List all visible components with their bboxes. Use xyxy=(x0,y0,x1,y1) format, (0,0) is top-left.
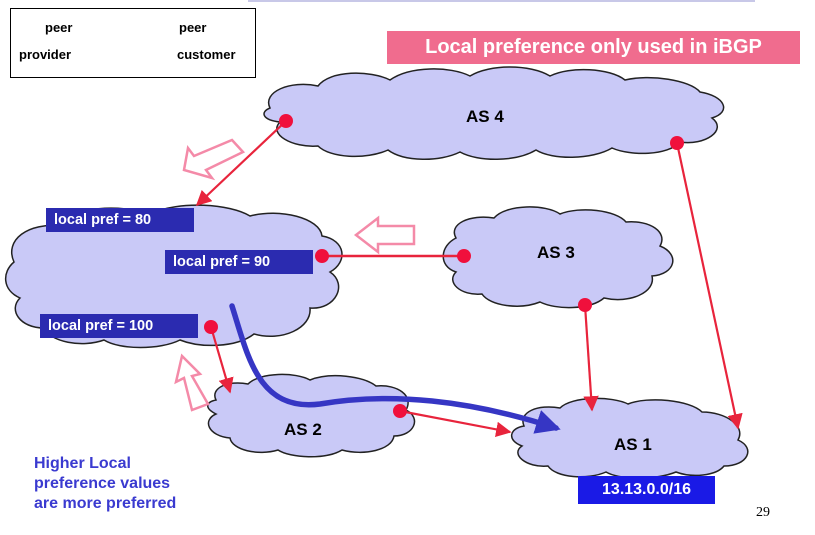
dot-left-bottom xyxy=(204,320,218,334)
link-as4-to-as1 xyxy=(675,142,743,430)
cloud-as1 xyxy=(511,397,749,479)
ibgp-banner: Local preference only used in iBGP xyxy=(387,31,800,64)
link-as4-to-left xyxy=(195,120,287,207)
link-as2-to-as1 xyxy=(399,409,512,437)
cloud-as1-shape xyxy=(511,397,749,479)
preference-note: Higher Local preference values are more … xyxy=(34,454,234,514)
legend-box: peer peer provider customer xyxy=(10,8,256,78)
legend-peer-left: peer xyxy=(45,20,73,35)
prefix-box: 13.13.0.0/16 xyxy=(578,476,715,504)
hollow-arrow-from-as4 xyxy=(182,138,246,181)
legend-customer: customer xyxy=(177,47,236,62)
local-pref-90: local pref = 90 xyxy=(165,250,313,274)
dot-as3-bottom xyxy=(578,298,592,312)
local-pref-100: local pref = 100 xyxy=(40,314,198,338)
note-line-2: preference values xyxy=(34,475,171,492)
cloud-as2-shape xyxy=(207,373,416,458)
dot-as2-right xyxy=(393,404,407,418)
link-as3-to-as1 xyxy=(583,304,599,412)
cloud-as2 xyxy=(207,373,416,458)
dot-left-peer xyxy=(315,249,329,263)
cloud-as4-shape xyxy=(263,66,725,160)
note-line-1: Higher Local xyxy=(34,455,131,472)
label-as3: AS 3 xyxy=(537,243,575,262)
legend-peer-right: peer xyxy=(179,20,207,35)
page-number: 29 xyxy=(756,505,770,520)
cloud-as4 xyxy=(263,66,725,160)
cloud-as3-shape xyxy=(442,206,674,309)
legend-provider: provider xyxy=(19,47,72,62)
dot-as4-right xyxy=(670,136,684,150)
note-line-3: are more preferred xyxy=(34,495,177,512)
hollow-arrow-from-as3 xyxy=(353,215,416,255)
hollow-arrow-from-as2 xyxy=(174,353,210,412)
cloud-as3 xyxy=(442,206,674,309)
label-as4: AS 4 xyxy=(466,107,504,126)
link-left-to-as2 xyxy=(209,326,234,394)
dot-as4-left xyxy=(279,114,293,128)
label-as1: AS 1 xyxy=(614,435,652,454)
dot-as3-peer xyxy=(457,249,471,263)
label-as2: AS 2 xyxy=(284,420,322,439)
local-pref-80: local pref = 80 xyxy=(46,208,194,232)
chosen-route-path xyxy=(229,303,561,434)
